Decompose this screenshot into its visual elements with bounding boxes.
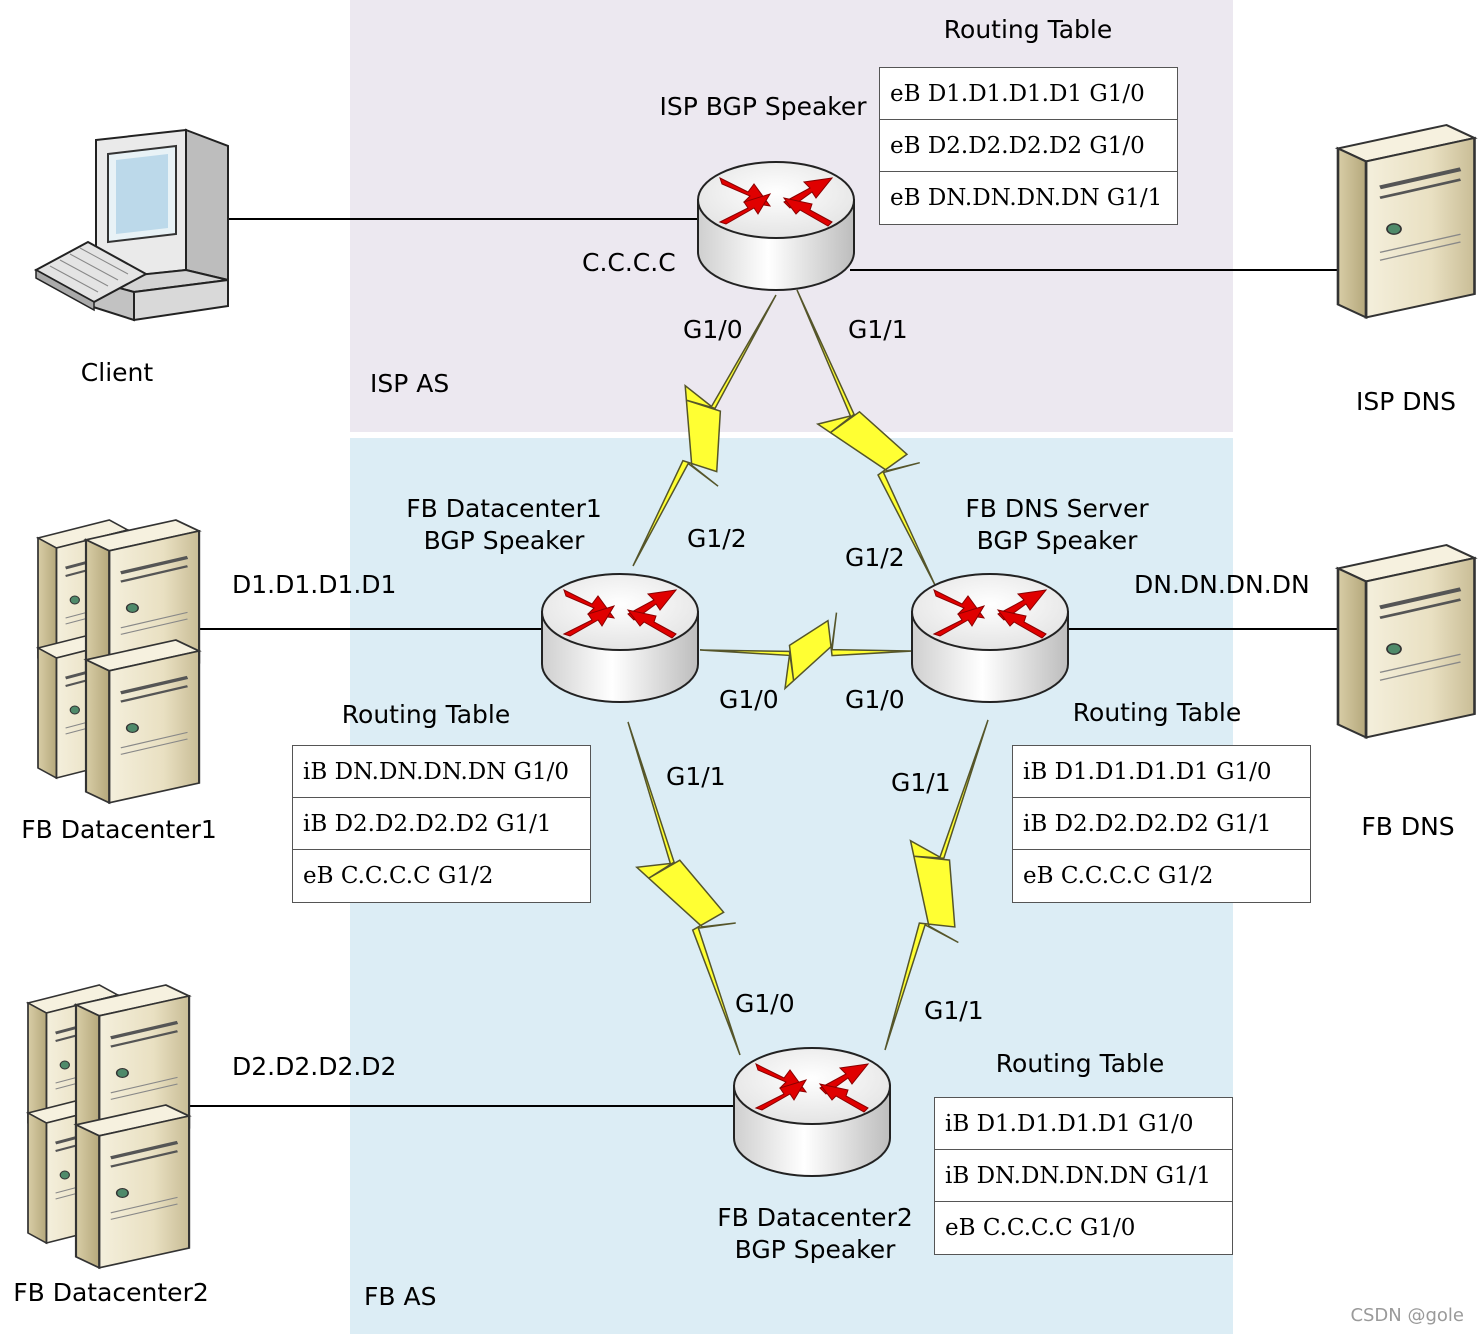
dns-router-name-line2: BGP Speaker xyxy=(976,526,1138,555)
isp-router-name: ISP BGP Speaker xyxy=(659,92,867,121)
dns-routing-table: iB D1.D1.D1.D1 G1/0 iB D2.D2.D2.D2 G1/1 … xyxy=(1012,745,1311,903)
fb-as-label: FB AS xyxy=(364,1282,437,1311)
dc2-routing-table-title: Routing Table xyxy=(995,1049,1165,1078)
dc1-router-name-line2: BGP Speaker xyxy=(423,526,585,555)
isp-routing-table: eB D1.D1.D1.D1 G1/0 eB D2.D2.D2.D2 G1/0 … xyxy=(879,67,1178,225)
serial-link-dc1-dc2 xyxy=(627,721,741,1056)
dns-address: DN.DN.DN.DN xyxy=(1134,570,1310,599)
serial-link-dns-dc2 xyxy=(884,719,989,1051)
dc1-bgp-router-icon xyxy=(541,573,699,703)
routing-table-row: eB D2.D2.D2.D2 G1/0 xyxy=(880,120,1177,172)
routing-table-row: iB D2.D2.D2.D2 G1/1 xyxy=(293,798,590,850)
dc2-bgp-router-icon xyxy=(733,1047,891,1177)
dc1-routing-table-title: Routing Table xyxy=(341,700,511,729)
isp-bgp-router-icon xyxy=(697,161,855,291)
dc1-address: D1.D1.D1.D1 xyxy=(232,570,397,599)
fb-dns-server-icon xyxy=(1338,545,1475,737)
dc2-port-g10: G1/0 xyxy=(735,989,795,1018)
client-computer-icon xyxy=(33,128,229,322)
fb-datacenter1-label: FB Datacenter1 xyxy=(21,815,217,844)
fb-dns-label: FB DNS xyxy=(1361,812,1455,841)
routing-table-row: eB C.C.C.C G1/2 xyxy=(303,863,494,889)
isp-dns-server-icon xyxy=(1338,125,1475,317)
client-label: Client xyxy=(80,358,154,387)
dc2-address: D2.D2.D2.D2 xyxy=(232,1052,397,1081)
dc1-routing-table: iB DN.DN.DN.DN G1/0 iB D2.D2.D2.D2 G1/1 … xyxy=(292,745,591,903)
dns-port-g10: G1/0 xyxy=(845,685,905,714)
isp-dns-label: ISP DNS xyxy=(1355,387,1457,416)
dc1-port-g12: G1/2 xyxy=(687,524,747,553)
dns-port-g11: G1/1 xyxy=(891,768,951,797)
fb-datacenter2-servers-icon xyxy=(26,985,189,1268)
dns-routing-table-title: Routing Table xyxy=(1072,698,1242,727)
routing-table-row: iB D1.D1.D1.D1 G1/0 xyxy=(935,1098,1232,1150)
isp-as-label: ISP AS xyxy=(370,369,450,398)
dc2-router-name-line2: BGP Speaker xyxy=(734,1235,896,1264)
dns-bgp-router-icon xyxy=(911,573,1069,703)
dc2-port-g11: G1/1 xyxy=(924,996,984,1025)
serial-link-isp-dc1 xyxy=(632,294,777,567)
isp-routing-table-title: Routing Table xyxy=(943,15,1113,44)
client-address: C.C.C.C xyxy=(582,248,676,277)
routing-table-row: eB DN.DN.DN.DN G1/1 xyxy=(890,185,1163,211)
routing-table-row: eB D1.D1.D1.D1 G1/0 xyxy=(880,68,1177,120)
dc1-router-name-line1: FB Datacenter1 xyxy=(406,494,602,523)
routing-table-row: iB DN.DN.DN.DN G1/1 xyxy=(935,1150,1232,1202)
isp-port-g11: G1/1 xyxy=(848,315,908,344)
dc1-port-g10: G1/0 xyxy=(719,685,779,714)
fb-datacenter1-servers-icon xyxy=(36,520,199,803)
dc2-routing-table: iB D1.D1.D1.D1 G1/0 iB DN.DN.DN.DN G1/1 … xyxy=(934,1097,1233,1255)
watermark: CSDN @gole xyxy=(1350,1305,1464,1326)
dns-port-g12: G1/2 xyxy=(845,543,905,572)
dns-router-name-line1: FB DNS Server xyxy=(965,494,1149,523)
ethernet-links xyxy=(190,218,1338,1107)
routing-table-row: eB C.C.C.C G1/2 xyxy=(1023,863,1214,889)
routing-table-row: eB C.C.C.C G1/0 xyxy=(945,1215,1136,1241)
routing-table-row: iB DN.DN.DN.DN G1/0 xyxy=(293,746,590,798)
isp-port-g10: G1/0 xyxy=(683,315,743,344)
routing-table-row: iB D2.D2.D2.D2 G1/1 xyxy=(1013,798,1310,850)
routing-table-row: iB D1.D1.D1.D1 G1/0 xyxy=(1013,746,1310,798)
fb-datacenter2-label: FB Datacenter2 xyxy=(13,1278,209,1307)
dc1-port-g11: G1/1 xyxy=(666,762,726,791)
dc2-router-name-line1: FB Datacenter2 xyxy=(717,1203,913,1232)
